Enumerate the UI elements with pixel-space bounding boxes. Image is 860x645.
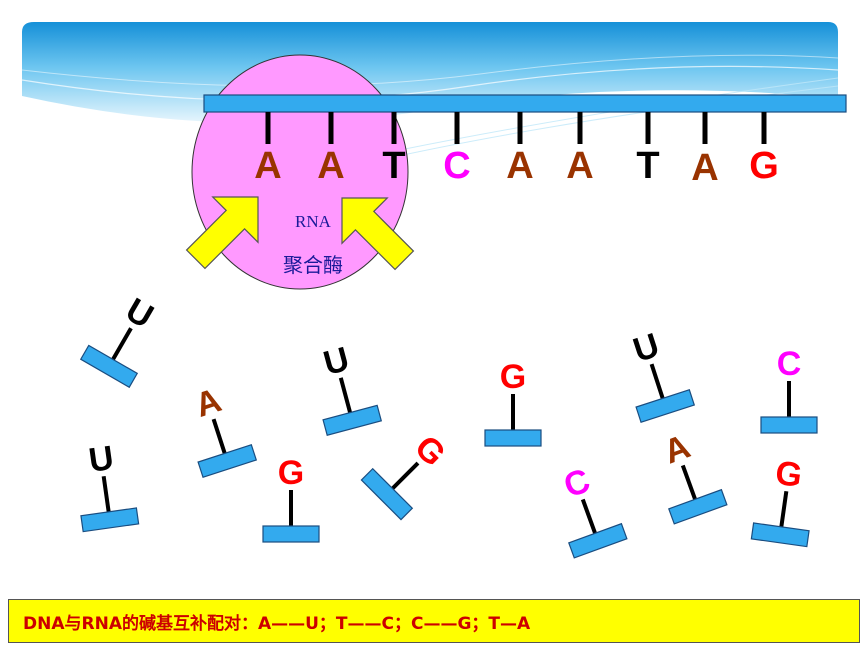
free-nucleotide: U xyxy=(80,439,140,533)
free-nucleotides: U A U G G U C U G C A G xyxy=(79,291,818,559)
nucleotide-letter: G xyxy=(500,358,526,396)
nucleotide-letter: U xyxy=(320,340,354,383)
nucleotide-block xyxy=(668,488,728,525)
template-base-letter: T xyxy=(636,145,659,187)
nucleotide-block xyxy=(80,507,140,533)
free-nucleotide: U xyxy=(320,340,383,437)
enzyme-label-line2: 聚合酶 xyxy=(283,253,343,277)
nucleotide-stem xyxy=(111,327,133,361)
free-nucleotide: U xyxy=(79,291,160,389)
template-base: T xyxy=(636,112,660,187)
nucleotide-letter: C xyxy=(559,461,595,505)
nucleotide-stem xyxy=(680,464,697,500)
template-base: A xyxy=(254,112,282,187)
template-base: A xyxy=(506,112,534,187)
nucleotide-stem xyxy=(580,498,597,534)
nucleotide-stem xyxy=(101,475,111,513)
template-base-letter: A xyxy=(254,145,281,187)
nucleotide-letter: G xyxy=(773,454,804,495)
nucleotide-stem xyxy=(338,377,353,414)
template-base-letter: C xyxy=(443,145,470,187)
nucleotide-letter: A xyxy=(659,427,695,471)
nucleotide-letter: U xyxy=(629,326,664,370)
template-base: T xyxy=(382,112,406,187)
arrow-left xyxy=(185,196,259,270)
arrow-right xyxy=(341,197,415,271)
nucleotide-letter: A xyxy=(191,381,226,425)
template-base-stem xyxy=(328,112,334,144)
nucleotide-block xyxy=(635,389,696,424)
free-nucleotide: A xyxy=(191,381,258,479)
nucleotide-block xyxy=(360,467,414,521)
template-base-stem xyxy=(702,112,708,144)
template-base-stem xyxy=(454,112,460,144)
free-nucleotide: C xyxy=(760,345,818,434)
nucleotide-block xyxy=(322,404,383,437)
free-nucleotide: G xyxy=(750,454,810,548)
free-nucleotide: G xyxy=(262,454,320,543)
base-pairing-caption: DNA与RNA的碱基互补配对：A——U；T——C；C——G；T—A xyxy=(8,599,860,643)
nucleotide-stem xyxy=(779,490,789,528)
template-base-stem xyxy=(517,112,523,144)
template-base-letter: A xyxy=(691,147,718,189)
nucleotide-stem xyxy=(391,461,420,490)
free-nucleotide: A xyxy=(659,427,728,525)
template-base-letter: G xyxy=(749,145,779,187)
template-base-letter: T xyxy=(382,145,405,187)
free-nucleotide: G xyxy=(484,358,542,447)
template-base-stem xyxy=(645,112,651,144)
free-nucleotide: U xyxy=(629,326,696,424)
template-base: A xyxy=(566,112,594,187)
nucleotide-block xyxy=(568,522,628,559)
nucleotide-letter: G xyxy=(278,454,304,492)
template-base-stem xyxy=(761,112,767,144)
nucleotide-block xyxy=(760,416,818,434)
nucleotide-block xyxy=(484,429,542,447)
template-base: A xyxy=(317,112,345,187)
free-nucleotide: C xyxy=(559,461,628,559)
template-base: A xyxy=(691,112,719,189)
nucleotide-stem xyxy=(289,490,293,526)
template-base-letter: A xyxy=(317,145,344,187)
header-banner xyxy=(21,22,839,161)
template-base: C xyxy=(443,112,471,187)
nucleotide-stem xyxy=(649,363,665,400)
template-base-letter: A xyxy=(506,145,533,187)
nucleotide-stem xyxy=(787,381,791,417)
nucleotide-block xyxy=(79,344,139,389)
nucleotide-stem xyxy=(211,418,227,455)
free-nucleotide: G xyxy=(360,428,453,521)
template-base-letter: A xyxy=(566,145,593,187)
nucleotide-letter: U xyxy=(86,439,116,480)
dna-backbone xyxy=(203,94,847,113)
enzyme-label-line1: RNA xyxy=(295,212,332,231)
nucleotide-letter: C xyxy=(777,345,802,383)
nucleotide-block xyxy=(750,522,810,548)
nucleotide-letter: U xyxy=(119,291,159,336)
template-base-stem xyxy=(391,112,397,144)
nucleotide-block xyxy=(262,525,320,543)
template-base: G xyxy=(749,112,779,187)
nucleotide-block xyxy=(197,444,258,479)
template-base-stem xyxy=(265,112,271,144)
nucleotide-stem xyxy=(511,394,515,430)
template-base-stem xyxy=(577,112,583,144)
